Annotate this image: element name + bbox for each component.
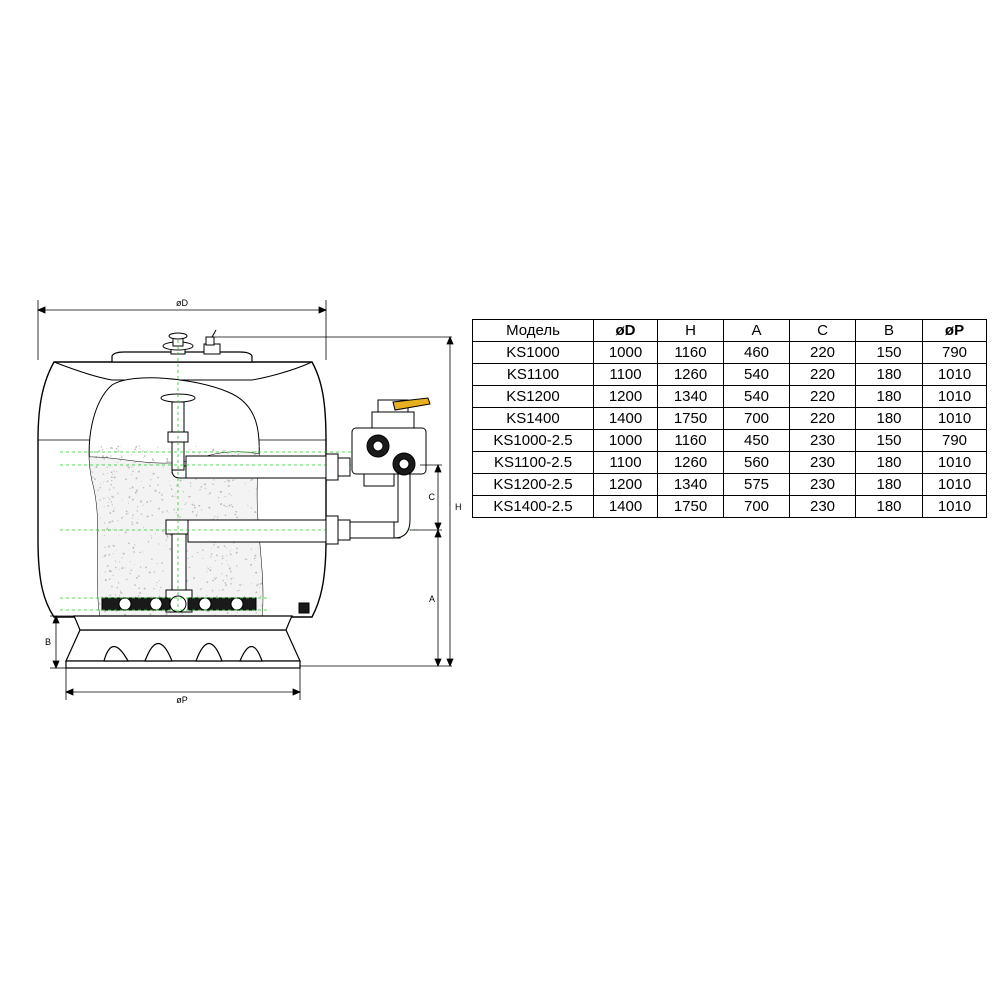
dimension-lines — [36, 300, 454, 700]
table-cell: 1010 — [922, 407, 987, 430]
table-cell: 790 — [922, 429, 987, 452]
table-cell: 1400 — [593, 407, 658, 430]
air-release-valve — [203, 329, 221, 355]
cell-model: KS1400-2.5 — [472, 495, 594, 518]
table-cell: 1340 — [657, 385, 724, 408]
table-cell: 220 — [789, 363, 856, 386]
internal-plumbing — [160, 393, 327, 613]
table-cell: 1000 — [593, 429, 658, 452]
table-cell: 180 — [855, 473, 923, 496]
cell-model: KS1200-2.5 — [472, 473, 594, 496]
table-cell: 1750 — [657, 495, 724, 518]
cell-model: KS1400 — [472, 407, 594, 430]
table-cell: 1750 — [657, 407, 724, 430]
table-cell: 180 — [855, 451, 923, 474]
table-cell: 790 — [922, 341, 987, 364]
table-cell: 1000 — [593, 341, 658, 364]
dim-label-diameter: øD — [176, 298, 188, 308]
table-cell: 150 — [855, 429, 923, 452]
dim-label-port-spacing: C — [429, 492, 436, 502]
multiport-valve — [351, 397, 431, 487]
header-model: Модель — [472, 319, 594, 342]
cell-model: KS1200 — [472, 385, 594, 408]
table-cell: 1160 — [657, 341, 724, 364]
table-cell: 575 — [723, 473, 790, 496]
table-cell: 230 — [789, 429, 856, 452]
cell-model: KS1000 — [472, 341, 594, 364]
table-cell: 1200 — [593, 473, 658, 496]
table-cell: 1100 — [593, 451, 658, 474]
table-cell: 460 — [723, 341, 790, 364]
table-cell: 150 — [855, 341, 923, 364]
table-cell: 1340 — [657, 473, 724, 496]
table-cell: 1010 — [922, 385, 987, 408]
laterals — [101, 595, 257, 613]
header-height: H — [657, 319, 724, 342]
cell-model: KS1000-2.5 — [472, 429, 594, 452]
table-cell: 1010 — [922, 451, 987, 474]
table-cell: 1260 — [657, 363, 724, 386]
base-stand — [65, 615, 301, 669]
drain-plug — [298, 602, 310, 614]
table-cell: 1010 — [922, 363, 987, 386]
table-cell: 700 — [723, 407, 790, 430]
table-header-row: Модель øD H A C B øP — [472, 319, 987, 342]
table-cell: 230 — [789, 451, 856, 474]
table-cell: 1160 — [657, 429, 724, 452]
header-b: B — [855, 319, 923, 342]
table-cell: 700 — [723, 495, 790, 518]
table-cell: 180 — [855, 385, 923, 408]
dim-label-inlet-height: A — [429, 594, 435, 604]
cutaway-view — [88, 377, 264, 617]
table-cell: 1400 — [593, 495, 658, 518]
table-cell: 540 — [723, 363, 790, 386]
table-cell: 230 — [789, 473, 856, 496]
side-ports — [325, 453, 411, 545]
table-cell: 1100 — [593, 363, 658, 386]
cell-model: KS1100 — [472, 363, 594, 386]
table-cell: 1010 — [922, 495, 987, 518]
table-cell: 540 — [723, 385, 790, 408]
table-cell: 180 — [855, 407, 923, 430]
table-cell: 1010 — [922, 473, 987, 496]
table-cell: 230 — [789, 495, 856, 518]
header-c: C — [789, 319, 856, 342]
table-cell: 220 — [789, 341, 856, 364]
table-cell: 220 — [789, 407, 856, 430]
header-a: A — [723, 319, 790, 342]
table-cell: 180 — [855, 495, 923, 518]
lid-knob — [162, 332, 194, 355]
table-cell: 560 — [723, 451, 790, 474]
table-cell: 220 — [789, 385, 856, 408]
table-cell: 450 — [723, 429, 790, 452]
header-diameter: øD — [593, 319, 658, 342]
dim-label-base-diameter: øP — [176, 695, 188, 705]
table-cell: 1260 — [657, 451, 724, 474]
table-cell: 1200 — [593, 385, 658, 408]
table-cell: 180 — [855, 363, 923, 386]
cell-model: KS1100-2.5 — [472, 451, 594, 474]
dim-label-height: H — [455, 502, 462, 512]
dim-label-base-height: B — [45, 637, 51, 647]
header-base-diameter: øP — [922, 319, 987, 342]
